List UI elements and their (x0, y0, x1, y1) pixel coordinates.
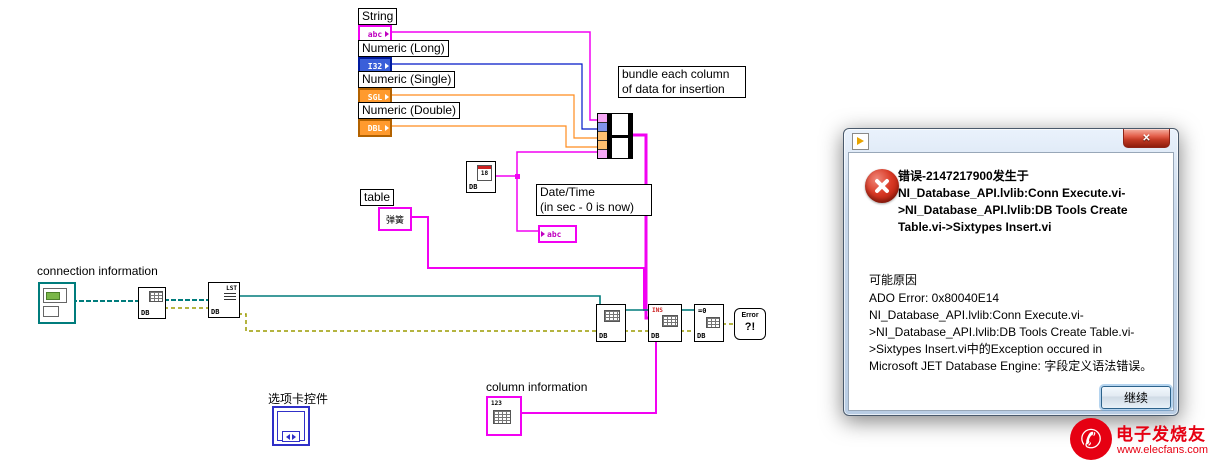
path-control[interactable] (38, 282, 76, 324)
db-close-connection-node[interactable]: =0 DB (694, 304, 724, 342)
calendar-icon: 18 (477, 165, 492, 181)
datetime-string-indicator[interactable]: abc (538, 225, 577, 243)
path-subbox-icon (43, 306, 59, 317)
db-list-columns-node[interactable]: LST DB (208, 282, 240, 318)
table-grid-icon (493, 410, 511, 424)
label-numeric-single: Numeric (Single) (358, 71, 456, 88)
bundle-output-arrow-icon (612, 114, 628, 158)
label-table: table (360, 189, 395, 206)
column-information-control[interactable]: 123 (486, 396, 522, 436)
label-string: String (358, 8, 398, 25)
label-numeric-long: Numeric (Long) (358, 40, 449, 57)
terminal-out-arrow-icon (385, 125, 389, 131)
db-tag: DB (651, 332, 660, 340)
error-marks-tag: ?! (744, 321, 756, 333)
db-create-table-node[interactable]: DB (596, 304, 626, 342)
datetime-indicator-text: abc (547, 229, 562, 239)
label-datetime: Date/Time (in sec - 0 is now) (536, 184, 652, 216)
calendar-day-text: 18 (480, 170, 489, 177)
error-reason-text: ADO Error: 0x80040E14 NI_Database_API.lv… (869, 291, 1153, 373)
db-grid-icon (149, 291, 163, 302)
table-grid-icon (662, 315, 678, 327)
dialog-app-icon (852, 133, 869, 150)
string-terminal-text: abc (367, 29, 383, 39)
db-tag: DB (469, 183, 478, 191)
error-dialog: ✕ 错误-2147217900发生于 NI_Database_API.lvlib… (843, 128, 1179, 416)
db-insert-data-node[interactable]: INS DB (648, 304, 682, 342)
label-numeric-double: Numeric (Double) (358, 102, 461, 119)
bundle-input-cells (598, 114, 608, 158)
label-tab-control: 选项卡控件 (268, 392, 329, 406)
terminal-out-arrow-icon (385, 31, 389, 37)
continue-button[interactable]: 继续 (1101, 386, 1171, 409)
column-numbers-tag: 123 (491, 400, 502, 407)
tab-control[interactable] (272, 406, 310, 446)
possible-reason-label: 可能原因 (869, 273, 918, 287)
watermark-site-name: 电子发烧友 (1116, 425, 1206, 444)
phone-icon: ✆ (1080, 423, 1102, 454)
double-terminal-text: DBL (367, 123, 383, 133)
list-lines-icon (224, 293, 236, 301)
wire-error-2 (238, 313, 596, 332)
insert-tag: INS (652, 307, 663, 314)
close-connection-tag: =0 (698, 307, 707, 315)
tab-arrows-icon (282, 431, 300, 442)
bundle-bar-icon (608, 114, 612, 158)
error-icon (865, 169, 899, 203)
table-grid-icon (604, 310, 620, 322)
single-terminal-text: SGL (367, 92, 383, 102)
list-tag: LST (226, 285, 237, 292)
terminal-out-arrow-icon (385, 94, 389, 100)
db-tag: DB (697, 332, 706, 340)
path-icon (43, 288, 67, 303)
wire-connection-2 (238, 295, 601, 306)
wire-table-name (408, 216, 649, 311)
terminal-out-arrow-icon (385, 63, 389, 69)
bundle-node[interactable] (597, 113, 633, 159)
error-word-tag: Error (741, 312, 759, 319)
db-tag: DB (141, 309, 150, 317)
db-grid-icon (706, 317, 720, 328)
watermark-site-url: www.elecfans.com (1117, 444, 1208, 456)
db-tag: DB (211, 308, 220, 316)
simple-error-handler-node[interactable]: Error ?! (734, 308, 766, 340)
wire-junction-dot (515, 174, 520, 179)
error-summary-text: 错误-2147217900发生于 NI_Database_API.lvlib:C… (898, 169, 1128, 234)
wire-column-info (518, 340, 657, 414)
dialog-close-button[interactable]: ✕ (1123, 129, 1170, 148)
terminal-in-arrow-icon (541, 231, 545, 237)
bundle-bar-icon (628, 114, 632, 158)
long-terminal-text: I32 (367, 61, 383, 71)
label-bundle-note: bundle each column of data for insertion (618, 66, 746, 98)
dialog-client-area (848, 152, 1174, 411)
db-open-connection-node[interactable]: DB (138, 287, 166, 319)
wire-timestamp-to-bundle (494, 151, 597, 177)
elecfans-logo-icon: ✆ (1070, 418, 1112, 460)
get-datetime-node[interactable]: 18 DB (466, 161, 496, 193)
label-connection-information: connection information (37, 264, 158, 278)
db-tag: DB (599, 332, 608, 340)
close-x-icon: ✕ (1142, 132, 1151, 144)
table-name-control[interactable]: 弹簧 (378, 207, 412, 231)
wire-cluster-to-insert (631, 133, 649, 320)
double-control-terminal[interactable]: DBL (358, 119, 392, 137)
label-column-information: column information (486, 380, 588, 394)
wire-double (388, 125, 597, 148)
watermark: ✆ 电子发烧友 www.elecfans.com (1068, 417, 1208, 465)
